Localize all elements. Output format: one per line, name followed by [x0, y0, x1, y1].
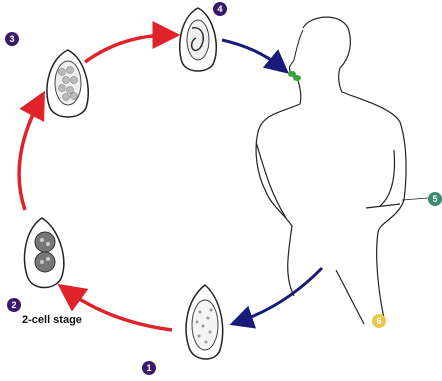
step-badge-3: 3: [5, 32, 19, 46]
human-outline: [256, 17, 406, 324]
step-badge-1: 1: [142, 361, 156, 375]
face-detail: [290, 30, 303, 66]
egg-stage-2: [24, 218, 63, 288]
egg-stage-1: [186, 285, 223, 359]
step-badge-5: 5: [428, 192, 442, 206]
step-badge-6: 6: [372, 314, 386, 328]
arrow-host-to-1: [238, 268, 322, 322]
arrow-3-to-4: [85, 35, 170, 62]
ingested-egg: [293, 75, 301, 81]
egg-stage-4: [180, 8, 217, 71]
arrow-4-to-host: [222, 40, 282, 68]
step-badge-4: 4: [213, 2, 227, 16]
two-cell-stage-caption: 2-cell stage: [22, 314, 82, 326]
badge5-pointer: [402, 198, 428, 200]
arrow-2-to-3: [19, 100, 40, 210]
egg-stage-3: [47, 50, 88, 117]
step-badge-2: 2: [7, 298, 21, 312]
